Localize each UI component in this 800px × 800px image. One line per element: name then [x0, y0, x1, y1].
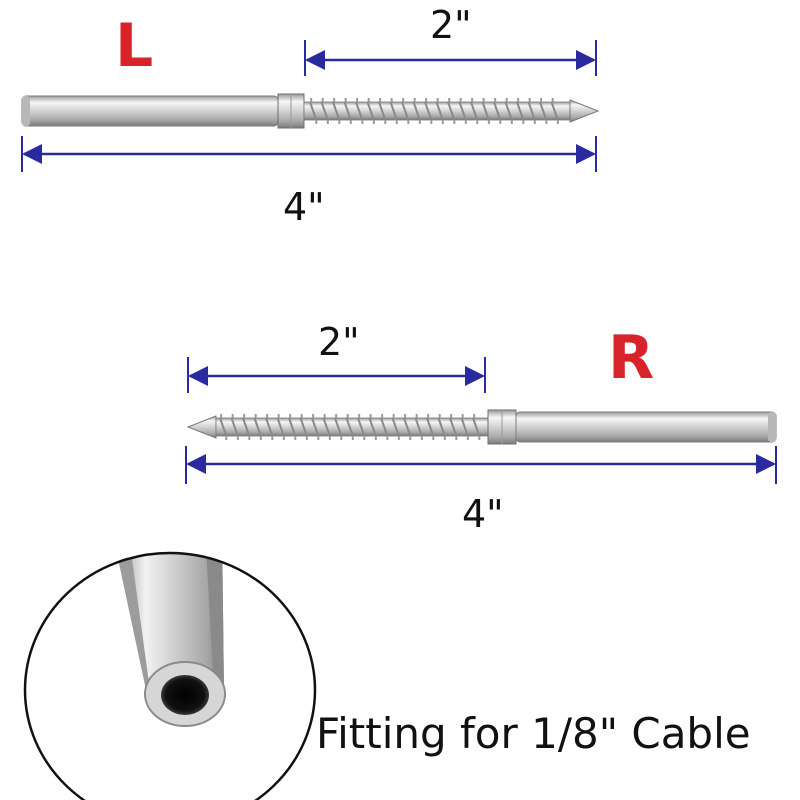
thread-ridge: [472, 417, 481, 437]
thread-ridge: [403, 417, 412, 437]
thread-ridge: [309, 101, 318, 121]
thread-ridge: [460, 417, 469, 437]
thread-ridge: [539, 101, 548, 121]
thread-ridge: [334, 417, 343, 437]
thread-ridge: [437, 417, 446, 437]
thread-ridge: [389, 101, 398, 121]
thread-ridge: [458, 101, 467, 121]
thread-ridge: [449, 417, 458, 437]
thread-ridge: [414, 417, 423, 437]
thread-ridge: [322, 417, 331, 437]
thread-ridge: [230, 417, 239, 437]
left-thread-length-label: 2": [430, 3, 472, 47]
tube-end-detail: [23, 551, 317, 800]
thread-ridge: [242, 417, 251, 437]
thread-ridge: [320, 101, 329, 121]
thread-ridge: [401, 101, 410, 121]
right-thread-dimension: [187, 357, 486, 393]
thread-ridge: [368, 417, 377, 437]
thread-ridge: [424, 101, 433, 121]
thread-ridge: [550, 101, 559, 121]
thread-ridge: [299, 417, 308, 437]
thread-ridge: [426, 417, 435, 437]
thread-ridge: [447, 101, 456, 121]
right-total-length-label: 4": [462, 492, 504, 536]
right-fitting-group: R 2" 4": [185, 320, 777, 536]
thread-ridge: [332, 101, 341, 121]
thread-ridge: [219, 417, 228, 437]
right-letter: R: [608, 323, 654, 393]
thread-ridge: [504, 101, 513, 121]
thread-ridge: [380, 417, 389, 437]
thread-ridge: [435, 101, 444, 121]
thread-ridge: [276, 417, 285, 437]
thread-ridge: [493, 101, 502, 121]
right-total-dimension: [185, 446, 777, 484]
detail-caption: Fitting for 1/8" Cable: [316, 709, 751, 758]
thread-ridge: [253, 417, 262, 437]
thread-ridge: [311, 417, 320, 437]
thread-ridge: [265, 417, 274, 437]
left-letter: L: [115, 11, 153, 81]
thread-ridge: [366, 101, 375, 121]
thread-ridge: [288, 417, 297, 437]
thread-ridge: [516, 101, 525, 121]
thread-ridge: [343, 101, 352, 121]
thread-ridge: [481, 101, 490, 121]
left-thread-dimension: [304, 40, 597, 76]
left-total-dimension: [21, 136, 597, 172]
thread-ridge: [412, 101, 421, 121]
left-total-length-label: 4": [283, 185, 325, 229]
thread-ridge: [527, 101, 536, 121]
thread-ridge: [378, 101, 387, 121]
thread-ridge: [391, 417, 400, 437]
thread-ridge: [470, 101, 479, 121]
left-fitting-group: L 2" 4": [21, 3, 600, 229]
thread-ridge: [357, 417, 366, 437]
thread-ridge: [345, 417, 354, 437]
right-fitting-icon: [186, 409, 777, 445]
hollow-tube-end-icon: [112, 553, 226, 727]
thread-ridge: [355, 101, 364, 121]
left-fitting-icon: [21, 93, 600, 129]
right-thread-length-label: 2": [318, 320, 360, 364]
